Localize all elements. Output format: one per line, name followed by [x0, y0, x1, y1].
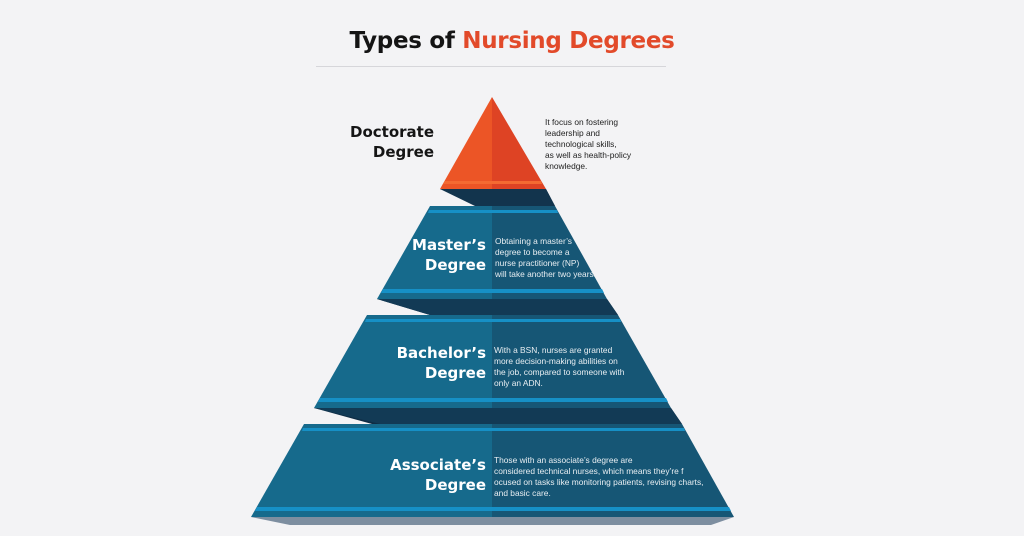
doctorate-label-line1: Doctorate	[350, 123, 434, 141]
bachelor-label: Bachelor’s Degree	[360, 343, 486, 383]
description-line: Those with an associate’s degree are	[494, 455, 633, 465]
bachelor-label-line2: Degree	[424, 364, 486, 382]
doctorate-description: It focus on fostering leadership and tec…	[545, 117, 665, 172]
title-divider	[316, 66, 666, 67]
doctorate-label: Doctorate Degree	[330, 122, 434, 162]
master-label-line1: Master’s	[412, 236, 486, 254]
doctorate-tier	[440, 97, 546, 189]
description-line: With a BSN, nurses are granted	[494, 345, 613, 355]
master-tier	[377, 206, 607, 299]
associate-tier	[251, 424, 734, 517]
description-line: nurse practitioner (NP)	[495, 258, 580, 268]
description-line: as well as health-policy	[545, 150, 632, 160]
description-line: and basic care.	[494, 488, 551, 498]
master-label-line2: Degree	[424, 256, 486, 274]
description-line: ocused on tasks like monitoring patients…	[494, 477, 704, 487]
description-line: more decision-making abilities on	[494, 356, 618, 366]
description-line: will take another two years.	[495, 269, 597, 279]
title-prefix: Types of	[349, 28, 463, 54]
bachelor-description: With a BSN, nurses are granted more deci…	[494, 345, 644, 389]
title-accent: Nursing Degrees	[462, 28, 675, 54]
description-line: technological skills,	[545, 139, 617, 149]
master-label: Master’s Degree	[380, 235, 486, 275]
bachelor-label-line1: Bachelor’s	[396, 344, 486, 362]
description-line: Obtaining a master’s	[495, 236, 572, 246]
description-line: knowledge.	[545, 161, 588, 171]
associate-description: Those with an associate’s degree are con…	[494, 455, 704, 499]
master-description: Obtaining a master’s degree to become a …	[495, 236, 615, 280]
description-line: degree to become a	[495, 247, 570, 257]
description-line: only an ADN.	[494, 378, 543, 388]
associate-label-line1: Associate’s	[390, 456, 486, 474]
doctorate-label-line2: Degree	[372, 143, 434, 161]
description-line: It focus on fostering	[545, 117, 619, 127]
associate-tier-shadow	[251, 517, 734, 525]
page-title: Types of Nursing Degrees	[0, 28, 1024, 54]
description-line: leadership and	[545, 128, 600, 138]
associate-label: Associate’s Degree	[350, 455, 486, 495]
bachelor-tier	[314, 315, 671, 408]
description-line: the job, compared to someone with	[494, 367, 625, 377]
associate-label-line2: Degree	[424, 476, 486, 494]
description-line: considered technical nurses, which means…	[494, 466, 684, 476]
